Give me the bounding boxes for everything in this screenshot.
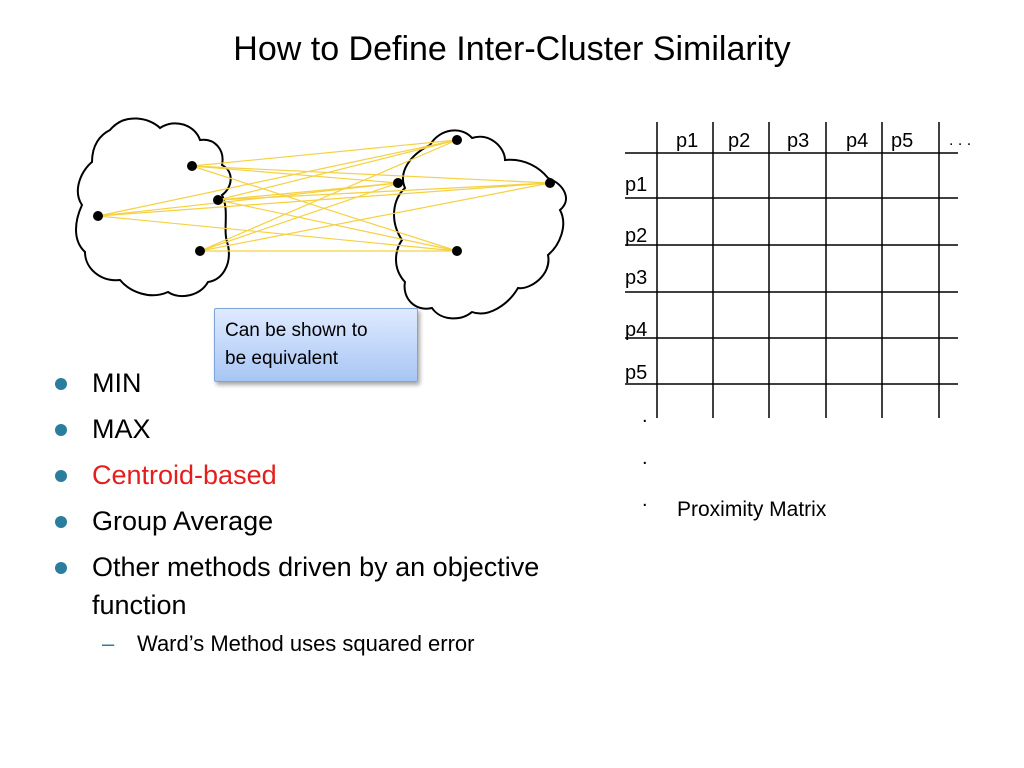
bullet-dot-icon [55,378,67,390]
link-line [97,182,551,217]
link-line [97,182,399,217]
link-line [199,139,458,252]
cluster-point [452,246,462,256]
bullet-max: MAX [52,410,632,448]
link-line [217,139,458,201]
row-label-p2: p2 [625,225,648,247]
col-header-p4: p4 [846,130,869,152]
bullet-text: Centroid-based [92,460,277,490]
col-header-p1: p1 [676,130,699,152]
sub-bullet-text: Ward’s Method uses squared error [137,631,475,656]
matrix-caption: Proximity Matrix [677,498,827,521]
cluster-point [393,178,403,188]
col-header-p3: p3 [787,130,810,152]
cluster-point [213,195,223,205]
bullet-dot-icon [55,470,67,482]
link-line [191,165,551,184]
link-line [199,182,399,252]
cluster-point [452,135,462,145]
row-label-p3: p3 [625,267,648,289]
bullet-objective: Other methods driven by an objective fun… [52,548,632,624]
row-ellipsis-dot: . [642,447,648,469]
slide-title: How to Define Inter-Cluster Similarity [233,30,791,68]
col-header-p2: p2 [728,130,751,152]
link-line [199,182,551,252]
cluster-point [187,161,197,171]
callout-line-2: be equivalent [225,348,339,369]
bullet-dot-icon [55,516,67,528]
cluster-points [93,135,555,256]
sub-bullet-ward: –Ward’s Method uses squared error [52,628,632,660]
cluster-point [545,178,555,188]
link-line [97,139,458,217]
cluster-point [195,246,205,256]
bullet-group-average: Group Average [52,502,632,540]
col-header-p5: p5 [891,130,914,152]
bullet-text: Group Average [92,506,274,536]
linkage-methods-list: MIN MAX Centroid-based Group Average Oth… [52,364,632,660]
right-cluster-outline [393,129,567,320]
link-line [217,199,458,252]
bullet-min: MIN [52,364,632,402]
link-line [97,215,458,252]
link-line [191,139,458,167]
bullet-text: MAX [92,414,151,444]
bullet-dot-icon [55,562,67,574]
row-label-p4: p4 [625,319,648,341]
link-lines [97,139,551,252]
dash-icon: – [102,631,115,656]
left-cluster-outline [75,117,232,298]
row-ellipsis-dot: . [642,489,648,511]
bullet-dot-icon [55,424,67,436]
callout-line-1: Can be shown to [225,320,368,341]
equivalence-callout: Can be shown to be equivalent [214,308,418,382]
bullet-centroid: Centroid-based [52,456,632,494]
bullet-text: MIN [92,368,142,398]
col-header-ellipsis: . . . [949,132,972,149]
row-ellipsis-dot: . [642,405,648,427]
row-label-p1: p1 [625,174,648,196]
row-label-p5: p5 [625,362,648,384]
cluster-point [93,211,103,221]
bullet-text: Other methods driven by an objective fun… [92,552,540,620]
